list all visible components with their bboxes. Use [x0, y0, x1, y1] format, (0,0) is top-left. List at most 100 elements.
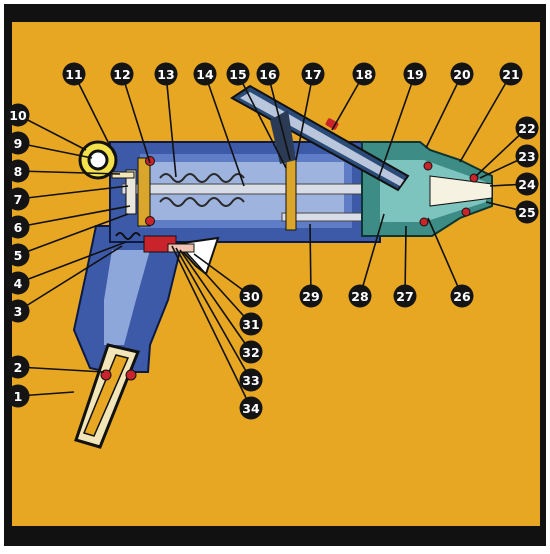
callout-11: 11 [62, 62, 86, 86]
leader-line-20 [425, 73, 463, 149]
callout-29: 29 [299, 284, 323, 308]
callout-label-31: 31 [242, 317, 259, 332]
callout-label-6: 6 [14, 220, 23, 235]
front-piston [285, 157, 297, 231]
callout-circle-31 [239, 312, 263, 336]
callout-label-33: 33 [242, 373, 259, 388]
callout-circle-11 [62, 62, 86, 86]
callout-23: 23 [515, 144, 539, 168]
rear-piston [137, 157, 151, 227]
callout-label-3: 3 [14, 304, 23, 319]
callout-7: 7 [6, 187, 30, 211]
leader-line-27 [404, 225, 407, 297]
callout-label-18: 18 [355, 67, 372, 82]
callout-circle-26 [450, 284, 474, 308]
callout-15: 15 [226, 62, 250, 86]
callout-circle-4 [6, 271, 30, 295]
callout-circle-32 [239, 340, 263, 364]
callout-label-24: 24 [518, 177, 536, 192]
leader-line-21 [459, 73, 512, 163]
leader-line-28 [359, 213, 385, 297]
callout-label-4: 4 [14, 276, 23, 291]
valve-spring [115, 232, 141, 240]
callout-27: 27 [393, 284, 417, 308]
leader-line-2 [17, 366, 105, 373]
leader-line-3 [17, 245, 123, 312]
callout-label-32: 32 [242, 345, 259, 360]
callout-label-27: 27 [396, 289, 413, 304]
piston-rod [121, 183, 383, 195]
spring-coils [159, 173, 245, 207]
callout-label-19: 19 [406, 67, 423, 82]
callout-3: 3 [6, 299, 30, 323]
callout-2: 2 [6, 355, 30, 379]
callout-circle-34 [239, 396, 263, 420]
callout-circle-9 [6, 131, 30, 155]
callout-label-25: 25 [518, 205, 535, 220]
callout-circle-15 [226, 62, 250, 86]
gasket-nose-bottom [461, 207, 471, 217]
callout-14: 14 [193, 62, 217, 86]
callout-label-13: 13 [157, 67, 174, 82]
leader-line-7 [17, 185, 129, 200]
leader-line-32 [179, 249, 252, 353]
feeder-insert [270, 110, 296, 164]
leader-line-11 [73, 73, 117, 159]
callout-circle-19 [403, 62, 427, 86]
callout-17: 17 [301, 62, 325, 86]
callout-label-12: 12 [113, 67, 130, 82]
leader-line-5 [17, 213, 129, 256]
callout-circle-17 [301, 62, 325, 86]
callout-circle-28 [348, 284, 372, 308]
callout-label-10: 10 [9, 108, 27, 123]
callout-label-14: 14 [196, 67, 214, 82]
callout-18: 18 [352, 62, 376, 86]
gasket-rear-bottom [145, 216, 155, 226]
callout-label-7: 7 [14, 192, 23, 207]
callout-circle-8 [6, 159, 30, 183]
callout-1: 1 [6, 384, 30, 408]
callout-circle-24 [515, 172, 539, 196]
callout-label-22: 22 [518, 121, 535, 136]
callout-12: 12 [110, 62, 134, 86]
callout-circle-27 [393, 284, 417, 308]
leader-line-6 [17, 205, 131, 228]
callout-circle-7 [6, 187, 30, 211]
callout-circle-29 [299, 284, 323, 308]
adjust-knob-stem [111, 171, 135, 179]
callout-5: 5 [6, 243, 30, 267]
callout-circle-30 [239, 284, 263, 308]
leader-line-8 [17, 170, 121, 175]
leader-line-30 [193, 253, 252, 297]
callout-label-20: 20 [453, 67, 471, 82]
feeder-cap [325, 118, 339, 130]
callout-circle-2 [6, 355, 30, 379]
callout-32: 32 [239, 340, 263, 364]
adjust-knob-inner [87, 149, 109, 171]
callout-circle-13 [154, 62, 178, 86]
gasket-nose-low [419, 217, 429, 227]
callout-label-9: 9 [14, 136, 23, 151]
callout-label-28: 28 [351, 289, 368, 304]
gasket-nose-top [423, 161, 433, 171]
callout-circle-5 [6, 243, 30, 267]
callout-label-16: 16 [259, 67, 277, 82]
callout-19: 19 [403, 62, 427, 86]
callout-34: 34 [239, 396, 263, 420]
leader-line-34 [171, 245, 252, 409]
callout-label-26: 26 [453, 289, 471, 304]
callout-circle-23 [515, 144, 539, 168]
callout-8: 8 [6, 159, 30, 183]
leader-lines [17, 73, 528, 409]
leader-line-29 [309, 223, 312, 297]
callout-circle-10 [6, 103, 30, 127]
callout-33: 33 [239, 368, 263, 392]
leader-line-12 [121, 73, 151, 164]
callout-label-8: 8 [14, 164, 23, 179]
callout-13: 13 [154, 62, 178, 86]
leader-line-15 [237, 73, 287, 169]
callout-30: 30 [239, 284, 263, 308]
